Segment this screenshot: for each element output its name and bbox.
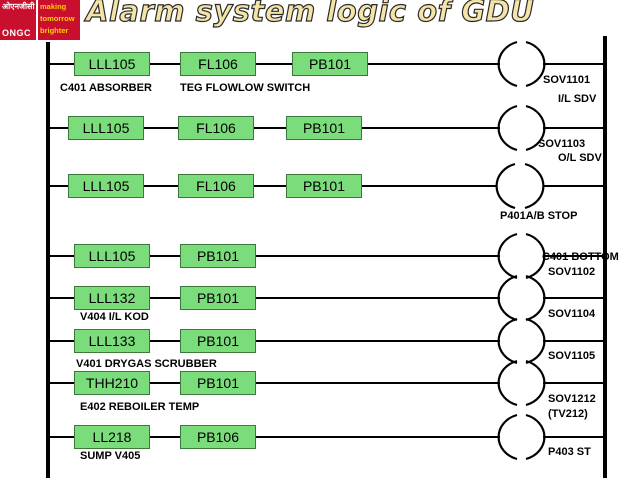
coil-label: SOV1212 — [548, 393, 596, 405]
tagline-line-2: tomorrow — [40, 14, 75, 23]
coil-5 — [497, 274, 546, 322]
contact-lll132: LLL132 — [74, 286, 150, 310]
coil-4 — [497, 232, 546, 280]
coil-label: I/L SDV — [558, 93, 597, 105]
contact-pb101: PB101 — [180, 329, 256, 353]
contact-pb106: PB106 — [180, 425, 256, 449]
rung-label: TEG FLOWLOW SWITCH — [180, 82, 311, 94]
coil-3 — [495, 162, 545, 210]
logo-emblem: ओएनजीसी ONGC — [0, 0, 36, 40]
contact-pb101: PB101 — [180, 286, 256, 310]
contact-pb101: PB101 — [286, 174, 362, 198]
coil-2 — [497, 104, 546, 152]
contact-lll105: LLL105 — [68, 174, 144, 198]
rung-label: E402 REBOILER TEMP — [80, 401, 200, 413]
coil-label: (TV212) — [548, 408, 588, 420]
tagline-line-1: making — [40, 2, 67, 11]
rung-label: C401 ABSORBER — [60, 82, 152, 94]
contact-pb101: PB101 — [180, 244, 256, 268]
coils — [495, 40, 546, 461]
contact-thh210: THH210 — [74, 371, 150, 395]
rung-label: V401 DRYGAS SCRUBBER — [76, 358, 217, 370]
contact-fl106: FL106 — [178, 116, 254, 140]
logo-brand-text: ONGC — [2, 28, 31, 38]
tagline-line-3: brighter — [40, 26, 69, 35]
coil-label: SOV1104 — [548, 308, 596, 320]
coil-label: P401A/B STOP — [500, 210, 578, 222]
contact-fl106: FL106 — [178, 174, 254, 198]
contact-pb101: PB101 — [292, 52, 368, 76]
logo-hindi-text: ओएनजीसी — [2, 2, 35, 11]
contact-pb101: PB101 — [286, 116, 362, 140]
coil-1 — [497, 40, 546, 88]
coil-8 — [497, 413, 546, 461]
coil-label: O/L SDV — [558, 152, 602, 164]
rung-label: V404 I/L KOD — [80, 311, 149, 323]
coil-label: SOV1103 — [538, 138, 586, 150]
contact-lll105: LLL105 — [74, 52, 150, 76]
coil-6 — [497, 317, 546, 365]
contact-lll105: LLL105 — [74, 244, 150, 268]
coil-label: C401 BOTTOM — [542, 251, 619, 263]
rung-label: SUMP V405 — [80, 450, 141, 462]
page-title: Alarm system logic of GDU — [85, 0, 535, 29]
contact-lll133: LLL133 — [74, 329, 150, 353]
contact-ll218: LL218 — [74, 425, 150, 449]
contact-pb101: PB101 — [180, 371, 256, 395]
coil-label: P403 ST — [548, 446, 591, 458]
logo-tagline: making tomorrow brighter — [38, 0, 80, 40]
contact-fl106: FL106 — [180, 52, 256, 76]
coil-7 — [497, 359, 546, 407]
coil-label: SOV1102 — [548, 266, 596, 278]
ongc-logo: ओएनजीसी ONGC making tomorrow brighter — [0, 0, 80, 40]
left-power-rail — [46, 42, 50, 478]
coil-label: SOV1101 — [543, 74, 591, 86]
coil-label: SOV1105 — [548, 350, 596, 362]
contact-lll105: LLL105 — [68, 116, 144, 140]
